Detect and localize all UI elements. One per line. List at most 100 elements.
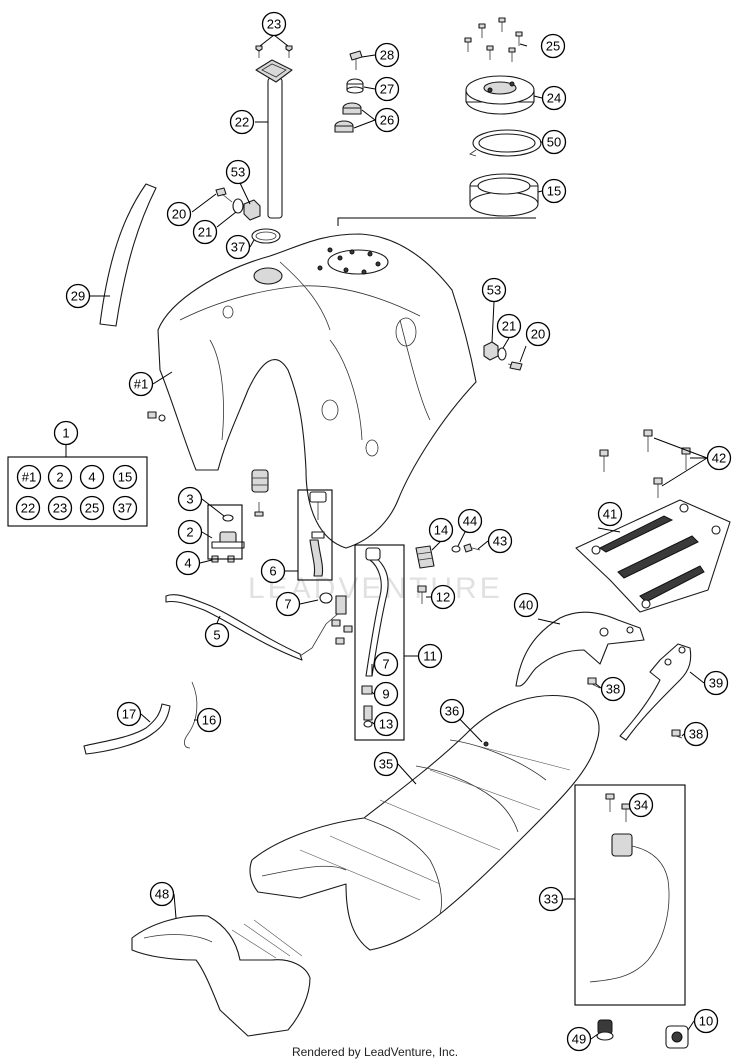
callout-number: 17 xyxy=(122,707,136,722)
part-gasket-50 xyxy=(469,129,542,157)
callout-number: 53 xyxy=(487,283,501,298)
callout-34: 34 xyxy=(628,792,654,818)
callout-number: 15 xyxy=(118,470,132,485)
callout-48: 48 xyxy=(149,881,175,907)
kit-contents: 1 #1 2 4 15 22 23 25 37 xyxy=(15,420,138,521)
callout-number: 36 xyxy=(445,704,459,719)
callout-number: 21 xyxy=(502,319,516,334)
part-washer-21-right xyxy=(497,347,507,361)
callout-26: 26 xyxy=(374,107,400,133)
part-hose-16 xyxy=(184,681,198,749)
callout-number: 16 xyxy=(202,713,216,728)
leader-lines xyxy=(65,34,708,1040)
part-screws-25 xyxy=(464,17,523,62)
part-switch-49 xyxy=(596,1019,614,1041)
part-oring-3 xyxy=(222,514,234,522)
callout-number: 27 xyxy=(380,82,394,97)
callout-number: 1 xyxy=(62,426,69,441)
callout-50: 50 xyxy=(541,129,567,155)
callout-53-left: 53 xyxy=(225,159,251,185)
callout-22: 22 xyxy=(229,109,255,135)
callout-7-right: 7 xyxy=(373,651,399,677)
callout-number: 53 xyxy=(231,165,245,180)
callout-11: 11 xyxy=(417,643,443,669)
callout-number: 24 xyxy=(547,91,561,106)
callout-number: 22 xyxy=(21,501,35,516)
callout-number: 34 xyxy=(634,798,648,813)
callout-5: 5 xyxy=(204,622,230,648)
callout-number: 7 xyxy=(284,597,291,612)
callout-14: 14 xyxy=(428,517,454,543)
callout-35: 35 xyxy=(373,751,399,777)
callout-number: 43 xyxy=(493,534,507,549)
part-connector-7-left xyxy=(319,592,333,604)
part-screw-20-right xyxy=(507,361,523,371)
callout-41: 41 xyxy=(597,501,623,527)
callout-number: 37 xyxy=(231,240,245,255)
part-grab-handle-39 xyxy=(619,643,692,741)
callout-number: 44 xyxy=(463,514,477,529)
callout-38-bottom: 38 xyxy=(683,721,709,747)
callout-number: 20 xyxy=(172,207,186,222)
callout-7-left: 7 xyxy=(275,591,301,617)
callout-2: 2 xyxy=(177,519,203,545)
callout-number: 25 xyxy=(85,501,99,516)
callout-number: 9 xyxy=(382,687,389,702)
part-tank-mount-screw xyxy=(147,411,166,422)
part-luggage-rack-41 xyxy=(575,499,731,613)
part-hose-set-6 xyxy=(309,491,327,577)
callout-number: 38 xyxy=(689,727,703,742)
callout-number: 35 xyxy=(379,757,393,772)
part-washer-27 xyxy=(346,78,364,94)
part-grab-handle-40 xyxy=(515,611,645,687)
callout-number: 11 xyxy=(423,649,437,664)
callout-number: 33 xyxy=(544,892,558,907)
callout-number: 23 xyxy=(267,17,281,32)
part-seat-cover-48 xyxy=(131,915,311,1037)
callout-43: 43 xyxy=(487,528,513,554)
callout-number: 15 xyxy=(547,184,561,199)
callout-number: 37 xyxy=(118,501,132,516)
kit-item: 22 xyxy=(15,495,41,521)
callout-9: 9 xyxy=(373,681,399,707)
kit-item: 37 xyxy=(112,495,138,521)
callout-28: 28 xyxy=(374,42,400,68)
callout-number: 2 xyxy=(186,525,193,540)
callout-number: 20 xyxy=(531,327,545,342)
callout-12: 12 xyxy=(430,584,456,610)
callout-15: 15 xyxy=(541,178,567,204)
callout-number: 3 xyxy=(186,492,193,507)
callout-number: 7 xyxy=(382,657,389,672)
callout-number: 23 xyxy=(53,501,67,516)
part-screw-12 xyxy=(417,585,427,604)
part-bump-stop xyxy=(251,469,269,493)
callout-3: 3 xyxy=(177,486,203,512)
part-screw-38-top xyxy=(587,677,601,689)
callout-25: 25 xyxy=(540,33,566,59)
callout-23: 23 xyxy=(261,11,287,37)
callout-number: 25 xyxy=(546,39,560,54)
callout-number: 28 xyxy=(380,48,394,63)
group-box-hose-set xyxy=(297,489,333,581)
part-heater-cable-33 xyxy=(589,793,670,983)
callout-number: 12 xyxy=(436,590,450,605)
callout-number: 4 xyxy=(184,556,191,571)
callout-number: 14 xyxy=(434,523,448,538)
callout-number: #1 xyxy=(22,470,36,485)
part-bottom-screw xyxy=(254,502,264,517)
kit-header-callout: 1 xyxy=(53,420,79,446)
callout-49: 49 xyxy=(566,1026,592,1052)
kit-item: 23 xyxy=(47,495,73,521)
part-seat-35 xyxy=(249,695,600,951)
kit-item: #1 xyxy=(16,464,42,490)
part-oring-37 xyxy=(251,228,281,244)
callout-53-right: 53 xyxy=(481,277,507,303)
callouts: 23 28 25 27 22 24 26 50 53 15 20 21 37 2… xyxy=(65,11,732,1052)
callout-42: 42 xyxy=(706,445,732,471)
footer-credit: Rendered by LeadVenture, Inc. xyxy=(292,1045,458,1059)
callout-40: 40 xyxy=(513,592,539,618)
part-sender-2 xyxy=(211,531,245,549)
callout-21-left: 21 xyxy=(192,219,218,245)
callout-36: 36 xyxy=(439,698,465,724)
